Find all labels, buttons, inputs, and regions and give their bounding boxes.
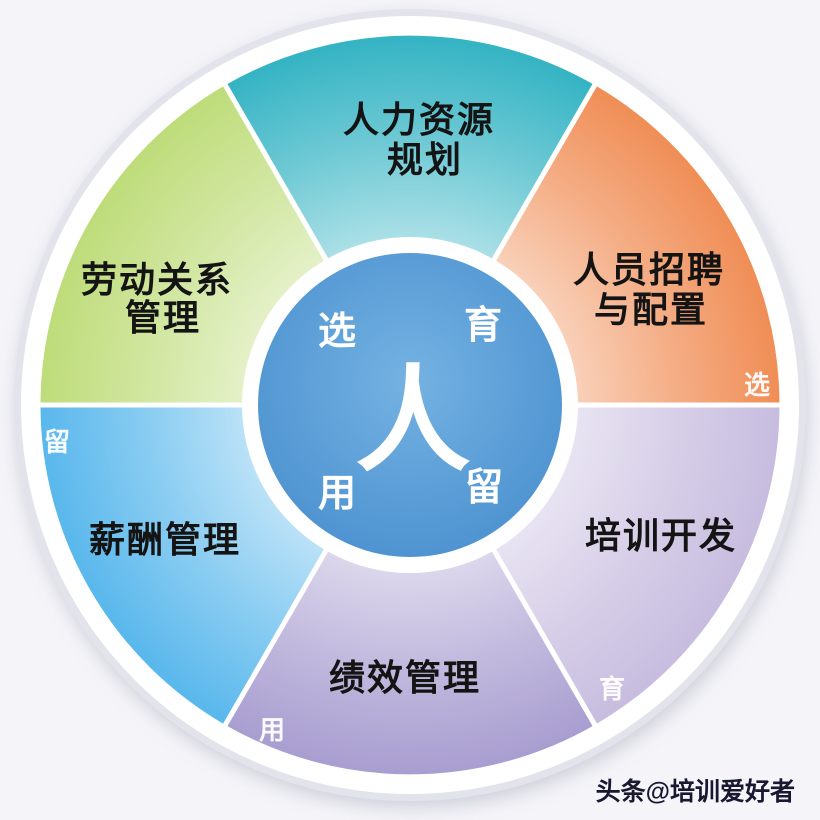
label-performance-management: 绩效管理 — [329, 657, 481, 698]
watermark: 头条@培训爱好者 — [596, 777, 795, 806]
inner-char-develop: 育 — [464, 305, 502, 347]
edge-char-select: 选 — [744, 370, 770, 400]
label-training-development: 培训开发 — [585, 515, 737, 556]
label-labor-relations: 劳动关系 管理 — [81, 259, 245, 338]
label-compensation-management: 薪酬管理 — [89, 519, 241, 560]
center-glyph-person: 人 — [355, 353, 470, 488]
label-hr-planning: 人力资源 规划 — [343, 99, 507, 180]
inner-char-retain: 留 — [465, 467, 503, 509]
edge-char-use: 用 — [259, 715, 285, 745]
inner-char-select: 选 — [318, 311, 356, 353]
inner-char-use: 用 — [318, 473, 356, 515]
edge-char-retain: 留 — [44, 427, 70, 457]
edge-char-develop: 育 — [599, 674, 625, 704]
label-recruitment-allocation: 人员招聘 与配置 — [573, 249, 737, 330]
labels-group: 人力资源 规划 人员招聘 与配置 劳动关系 管理 培训开发 薪酬管理 绩效管理 … — [44, 99, 770, 745]
center-circle — [258, 253, 562, 557]
